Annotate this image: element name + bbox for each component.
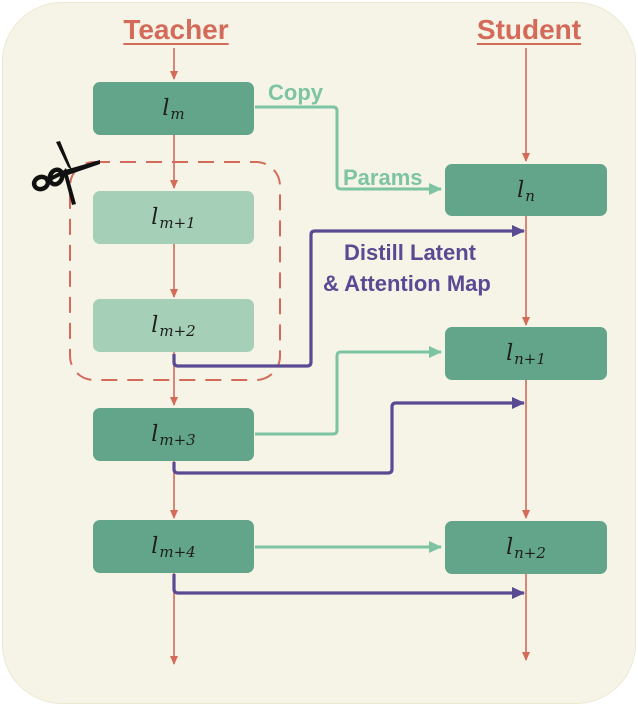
scissors-icon	[31, 141, 100, 205]
student-layer-n1-label: ln+1	[506, 341, 546, 368]
distill-label-line1: Distill Latent	[344, 240, 477, 265]
teacher-layer-m2-label: lm+2	[151, 313, 196, 340]
params-label: Params	[343, 165, 423, 190]
teacher-header: Teacher	[123, 14, 229, 45]
copy-label: Copy	[268, 80, 323, 105]
teacher-layer-m: lm	[93, 82, 254, 135]
student-layer-n-label: ln	[517, 177, 535, 205]
teacher-layer-m3: lm+3	[93, 408, 254, 461]
student-layer-n2: ln+2	[445, 521, 607, 574]
teacher-layer-m4-label: lm+4	[151, 534, 196, 561]
student-layer-n1: ln+1	[445, 327, 607, 380]
teacher-layer-m1-label: lm+1	[151, 205, 196, 232]
distill-label-line2: & Attention Map	[323, 271, 491, 296]
student-layer-n2-label: ln+2	[506, 535, 546, 562]
teacher-layer-m3-label: lm+3	[151, 422, 196, 449]
teacher-layer-m2: lm+2	[93, 299, 254, 352]
teacher-layer-m-label: lm	[162, 96, 185, 123]
teacher-layer-m1: lm+1	[93, 191, 254, 244]
student-layer-n: ln	[445, 164, 607, 216]
student-header: Student	[476, 14, 582, 45]
teacher-layer-m4: lm+4	[93, 520, 254, 573]
pruned-region	[69, 161, 281, 381]
distill-arrows	[172, 225, 525, 599]
copy-params-arrows	[255, 105, 442, 553]
